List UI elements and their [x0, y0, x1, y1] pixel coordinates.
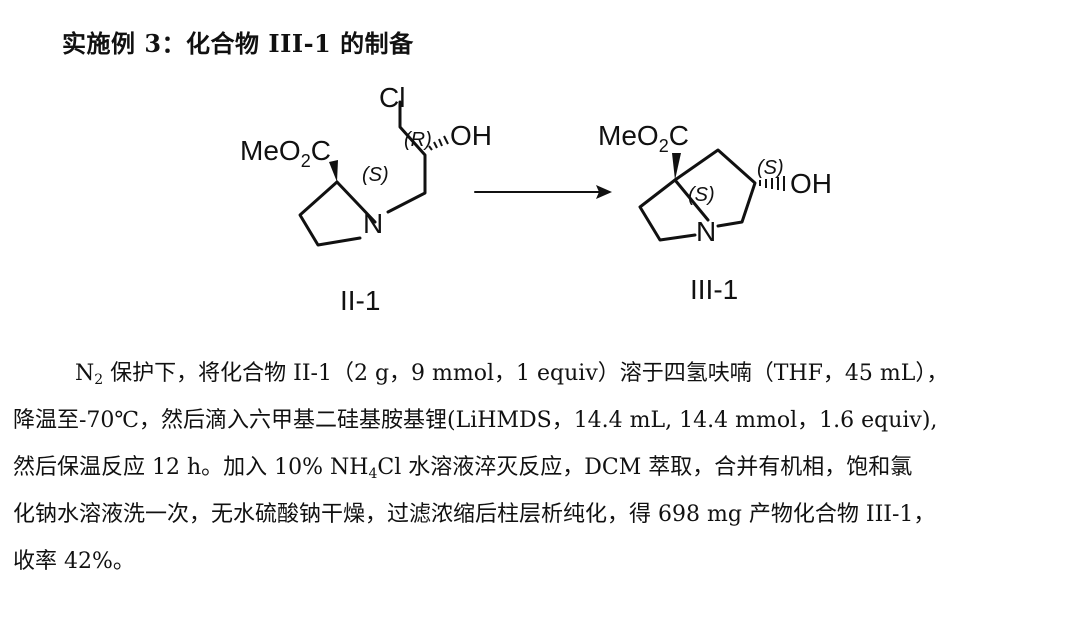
section-heading: 实施例 3：化合物 III-1 的制备	[62, 29, 414, 58]
arrow-head-icon	[596, 185, 612, 199]
paragraph-line-1-text: 保护下，将化合物 II-1（2 g，9 mmol，1 equiv）溶于四氢呋喃（…	[103, 361, 949, 386]
product-bonds	[638, 148, 757, 242]
product-ester-label: MeO2C	[598, 120, 689, 156]
reactant-ester-sub: 2	[301, 151, 311, 171]
product-stereo-s-oh-label: (S)	[757, 157, 784, 179]
reactant-wedge-bond	[329, 160, 338, 182]
paragraph-line-5: 收率 42%。	[13, 549, 135, 574]
reactant-hash-bond	[428, 135, 449, 151]
reactant-ester-meo: MeO	[240, 135, 301, 166]
product-ester-sub: 2	[659, 136, 669, 156]
reactant-nitrogen-label: N	[363, 208, 383, 239]
reactant-bonds	[298, 100, 427, 247]
procedure-paragraph: N2 保护下，将化合物 II-1（2 g，9 mmol，1 equiv）溶于四氢…	[13, 350, 1073, 585]
reaction-scheme: Cl (R) OH MeO2C (S) N II-1 MeO2C (S) (S)…	[240, 82, 832, 316]
ammonium-subscript: 4	[368, 466, 378, 482]
product-ester-c: C	[669, 120, 689, 151]
reactant-chlorine-label: Cl	[379, 82, 405, 113]
paragraph-line-3-text-a: 然后保温反应 12 h。加入 10% NH	[13, 455, 369, 480]
paragraph-line-3: 然后保温反应 12 h。加入 10% NH4Cl 水溶液淬灭反应，DCM 萃取，…	[13, 444, 1073, 491]
reactant-stereo-s-label: (S)	[362, 164, 389, 186]
reactant-compound-label: II-1	[340, 285, 380, 316]
paragraph-line-1: N2 保护下，将化合物 II-1（2 g，9 mmol，1 equiv）溶于四氢…	[13, 350, 1073, 397]
product-ester-meo: MeO	[598, 120, 659, 151]
product-nitrogen-label: N	[696, 216, 716, 247]
paragraph-line-4: 化钠水溶液洗一次，无水硫酸钠干燥，过滤浓缩后柱层析纯化，得 698 mg 产物化…	[13, 502, 936, 527]
nitrogen-gas-subscript: 2	[94, 372, 104, 388]
product-compound-label: III-1	[690, 274, 738, 305]
paragraph-line-2: 降温至-70℃，然后滴入六甲基二硅基胺基锂(LiHMDS，14.4 mL, 14…	[13, 408, 938, 433]
product-stereo-s-ring-label: (S)	[688, 184, 715, 206]
nitrogen-gas-n: N	[75, 361, 95, 386]
product-wedge-bond	[672, 153, 681, 180]
reactant-hydroxyl-label: OH	[450, 120, 492, 151]
product-hydroxyl-label: OH	[790, 168, 832, 199]
reactant-ester-c: C	[311, 135, 331, 166]
paragraph-line-3-text-b: Cl 水溶液淬灭反应，DCM 萃取，合并有机相，饱和氯	[377, 455, 913, 480]
reactant-stereo-r-label: (R)	[404, 129, 432, 151]
reactant-ester-label: MeO2C	[240, 135, 331, 171]
product-hash-bond	[759, 176, 785, 191]
